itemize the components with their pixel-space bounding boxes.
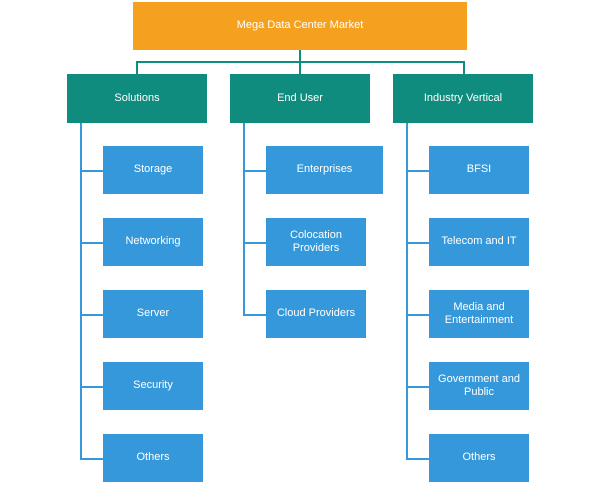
category-label: End User (277, 91, 323, 104)
leaf-telecom-and-it: Telecom and IT (429, 218, 529, 266)
leaf-label: Storage (133, 163, 173, 176)
end-user-spine (243, 123, 245, 316)
leaf-colocation-providers: Colocation Providers (266, 218, 366, 266)
solutions-tick (80, 458, 103, 460)
root-stem (299, 50, 301, 62)
leaf-label: Government and Public (438, 372, 520, 398)
leaf-label: Telecom and IT (441, 235, 517, 248)
industry-tick (406, 386, 429, 388)
leaf-bfsi: BFSI (429, 146, 529, 194)
industry-tick (406, 242, 429, 244)
end-user-tick (243, 170, 266, 172)
end-user-tick (243, 314, 266, 316)
leaf-label: Server (136, 307, 170, 320)
leaf-government-and-public: Government and Public (429, 362, 529, 410)
leaf-enterprises: Enterprises (266, 146, 383, 194)
leaf-label: Cloud Providers (276, 307, 356, 320)
leaf-label: Enterprises (296, 163, 353, 176)
end-user-tick (243, 242, 266, 244)
leaf-server: Server (103, 290, 203, 338)
leaf-label: Colocation Providers (290, 228, 342, 254)
category-solutions: Solutions (67, 74, 207, 123)
leaf-label: Networking (125, 235, 181, 248)
category-label: Industry Vertical (423, 91, 503, 104)
leaf-security: Security (103, 362, 203, 410)
leaf-label: Security (133, 379, 173, 392)
industry-tick (406, 458, 429, 460)
leaf-others: Others (103, 434, 203, 482)
leaf-label: BFSI (466, 163, 492, 176)
leaf-media-and-entertainment: Media and Entertainment (429, 290, 529, 338)
industry-tick (406, 314, 429, 316)
root-label: Mega Data Center Market (236, 19, 364, 32)
solutions-tick (80, 170, 103, 172)
leaf-others: Others (429, 434, 529, 482)
solutions-tick (80, 242, 103, 244)
solutions-spine (80, 123, 82, 460)
industry-tick (406, 170, 429, 172)
category-label: Solutions (114, 91, 160, 104)
category-end-user: End User (230, 74, 370, 123)
category-industry-vertical: Industry Vertical (393, 74, 533, 123)
leaf-label: Others (136, 451, 170, 464)
solutions-tick (80, 386, 103, 388)
root-node: Mega Data Center Market (133, 2, 467, 50)
leaf-networking: Networking (103, 218, 203, 266)
stem-solutions (136, 61, 138, 74)
leaf-label: Media and Entertainment (444, 300, 514, 326)
stem-industry (463, 61, 465, 74)
stem-end-user (299, 61, 301, 74)
leaf-storage: Storage (103, 146, 203, 194)
leaf-cloud-providers: Cloud Providers (266, 290, 366, 338)
leaf-label: Others (462, 451, 496, 464)
industry-spine (406, 123, 408, 460)
solutions-tick (80, 314, 103, 316)
